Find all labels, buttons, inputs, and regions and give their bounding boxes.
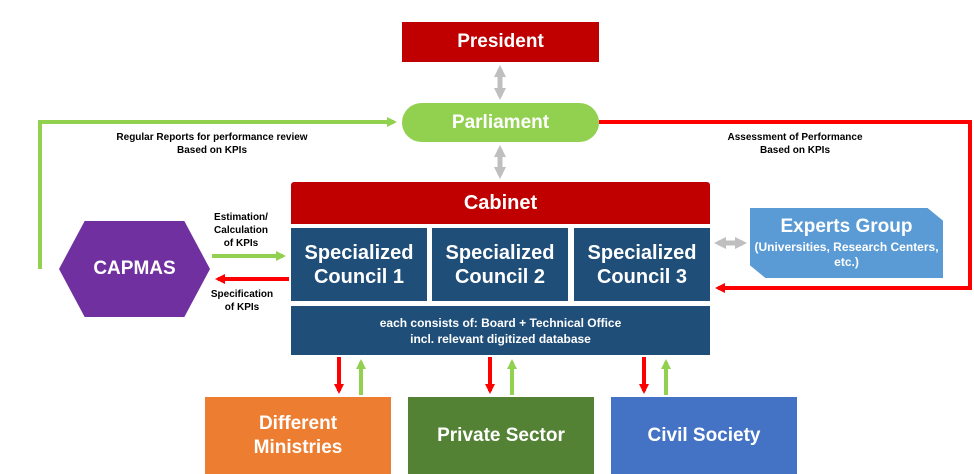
capmas-box: CAPMAS xyxy=(59,221,210,317)
estimation-line-1: Estimation/ xyxy=(214,212,268,223)
council-3-label: Specialized Council 3 xyxy=(587,241,697,288)
specification-label: Specification of KPIs xyxy=(210,288,274,314)
council-1-label: Specialized Council 1 xyxy=(304,241,414,288)
president-label: President xyxy=(457,31,544,52)
estimation-line-3: of KPIs xyxy=(223,238,259,249)
estimation-line-2: Calculation xyxy=(214,225,268,236)
specification-line-1: Specification xyxy=(210,289,274,300)
parliament-box: Parliament xyxy=(402,103,599,142)
private-sector-box: Private Sector xyxy=(408,397,594,474)
ministries-label: Different Ministries xyxy=(253,412,343,458)
capmas-parliament-arrow xyxy=(38,117,397,269)
private-sector-label: Private Sector xyxy=(437,424,565,446)
civil-society-label: Civil Society xyxy=(647,424,761,446)
parliament-label: Parliament xyxy=(451,111,550,133)
regular-reports-line-1: Regular Reports for performance review xyxy=(116,132,308,143)
board-box: each consists of: Board + Technical Offi… xyxy=(291,306,710,355)
assessment-line-1: Assessment of Performance xyxy=(727,132,863,143)
specification-line-2: of KPIs xyxy=(224,302,260,313)
cabinet-box: Cabinet xyxy=(291,182,710,224)
council-2-label: Specialized Council 2 xyxy=(445,241,555,288)
specialized-council-3: Specialized Council 3 xyxy=(574,228,710,301)
ministries-box: Different Ministries xyxy=(205,397,391,474)
regular-reports-line-2: Based on KPIs xyxy=(176,145,248,156)
capmas-label: CAPMAS xyxy=(93,258,176,279)
estimation-label: Estimation/ Calculation of KPIs xyxy=(205,211,277,250)
president-box: President xyxy=(402,22,599,62)
civil-society-box: Civil Society xyxy=(611,397,797,474)
assessment-label: Assessment of Performance Based on KPIs xyxy=(696,131,894,157)
cabinet-label: Cabinet xyxy=(463,191,538,214)
experts-title: Experts Group xyxy=(780,216,913,237)
assessment-line-2: Based on KPIs xyxy=(759,145,831,156)
experts-group-box: Experts Group (Universities, Research Ce… xyxy=(750,208,943,278)
board-line-2: incl. relevant digitized database xyxy=(410,331,591,346)
board-line-1: each consists of: Board + Technical Offi… xyxy=(379,315,622,330)
experts-subtitle: (Universities, Research Centers, etc.) xyxy=(754,240,939,269)
regular-reports-label: Regular Reports for performance review B… xyxy=(98,131,326,157)
parliament-council-arrow xyxy=(599,120,972,293)
specialized-council-2: Specialized Council 2 xyxy=(432,228,568,301)
specialized-council-1: Specialized Council 1 xyxy=(291,228,427,301)
